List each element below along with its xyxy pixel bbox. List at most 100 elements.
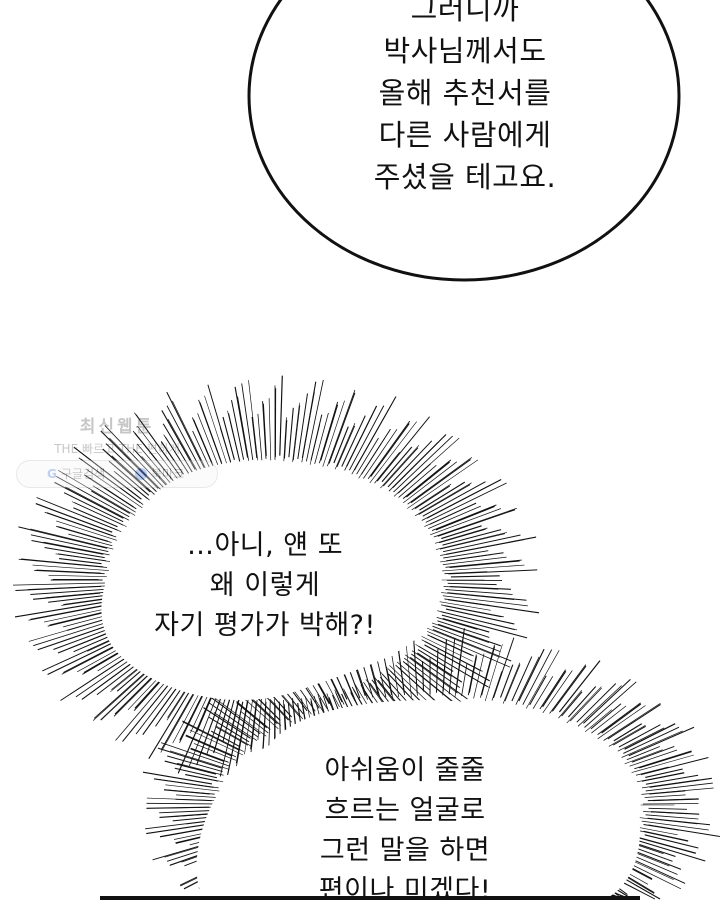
burst-line	[522, 649, 553, 705]
burst-line	[174, 767, 218, 779]
burst-line	[30, 604, 106, 620]
burst-line	[191, 417, 214, 467]
burst-line	[73, 446, 142, 500]
burst-line	[320, 404, 339, 461]
burst-line	[439, 601, 491, 611]
burst-line	[406, 461, 450, 498]
burst-line	[484, 644, 503, 702]
burst-line	[91, 490, 130, 514]
burst-line	[380, 445, 420, 489]
burst-line	[542, 670, 567, 708]
burst-line	[190, 747, 229, 763]
burst-line	[386, 666, 394, 699]
burst-line	[141, 456, 171, 489]
burst-line	[391, 656, 400, 697]
burst-line	[376, 416, 430, 482]
burst-line	[437, 623, 502, 647]
burst-line	[649, 777, 712, 788]
burst-line	[56, 525, 112, 543]
burst-line	[236, 702, 268, 729]
burst-line	[444, 571, 488, 575]
burst-line	[333, 426, 349, 464]
burst-line	[136, 443, 173, 486]
burst-line	[410, 459, 471, 504]
bubble-line: 편이나 미겠다!	[318, 875, 492, 900]
burst-line	[341, 415, 366, 467]
burst-line	[370, 423, 410, 477]
burst-line	[624, 723, 676, 750]
burst-line	[234, 386, 249, 458]
burst-line	[15, 585, 102, 592]
burst-line	[442, 595, 528, 607]
burst-line	[86, 469, 143, 509]
burst-line	[636, 772, 685, 783]
burst-line	[159, 813, 208, 818]
burst-line	[159, 810, 213, 814]
burst-line	[442, 617, 490, 633]
burst-line	[415, 644, 491, 689]
burst-line	[288, 407, 294, 458]
burst-line	[402, 459, 452, 499]
burst-line	[78, 457, 144, 505]
burst-line	[122, 678, 174, 742]
burst-line	[421, 661, 425, 692]
burst-line	[30, 588, 104, 595]
burst-line	[215, 726, 249, 746]
burst-line	[63, 598, 106, 606]
burst-line	[402, 461, 458, 504]
burst-line	[643, 824, 680, 831]
burst-line	[164, 760, 217, 775]
burst-line	[56, 520, 117, 541]
burst-line	[47, 638, 121, 676]
bubble-line: 아쉬움이 줄줄	[324, 755, 486, 786]
burst-line	[18, 558, 108, 568]
burst-line	[426, 627, 500, 658]
burst-line	[182, 721, 240, 751]
burst-line	[176, 794, 218, 798]
burst-line	[635, 766, 669, 776]
burst-line	[169, 750, 230, 770]
burst-line	[642, 803, 699, 805]
burst-line	[93, 665, 154, 719]
burst-line	[342, 670, 357, 704]
burst-line	[185, 735, 232, 757]
burst-line	[262, 401, 267, 459]
burst-line	[647, 798, 699, 802]
burst-line	[493, 637, 515, 699]
burst-line	[631, 745, 675, 763]
burst-line	[148, 688, 192, 759]
burst-line	[511, 656, 533, 702]
burst-line	[222, 416, 235, 460]
burst-line	[164, 789, 215, 795]
burst-line	[518, 648, 545, 702]
burst-line	[47, 610, 110, 627]
burst-line	[215, 725, 253, 747]
burst-line	[425, 482, 507, 523]
burst-line	[213, 712, 258, 741]
middle-burst-bubble	[101, 460, 442, 701]
burst-line	[182, 720, 244, 752]
burst-line	[446, 552, 504, 562]
burst-line	[444, 598, 490, 606]
burst-line	[222, 699, 235, 743]
burst-line	[426, 479, 502, 519]
burst-line	[499, 664, 514, 698]
burst-line	[137, 425, 181, 483]
burst-line	[443, 550, 489, 559]
burst-line	[381, 446, 413, 483]
burst-line	[502, 662, 521, 704]
burst-line	[417, 649, 454, 672]
burst-line	[367, 420, 411, 479]
burst-line	[448, 569, 538, 575]
burst-line	[227, 410, 241, 465]
burst-line	[208, 716, 250, 743]
burst-line	[629, 749, 678, 767]
burst-line	[447, 582, 497, 586]
bubble-line: 주셨을 테고요.	[373, 160, 557, 194]
burst-line	[403, 657, 465, 706]
burst-line	[160, 742, 230, 767]
burst-line	[35, 503, 113, 533]
burst-line	[237, 396, 250, 462]
burst-line	[407, 459, 479, 509]
burst-line	[33, 592, 101, 600]
